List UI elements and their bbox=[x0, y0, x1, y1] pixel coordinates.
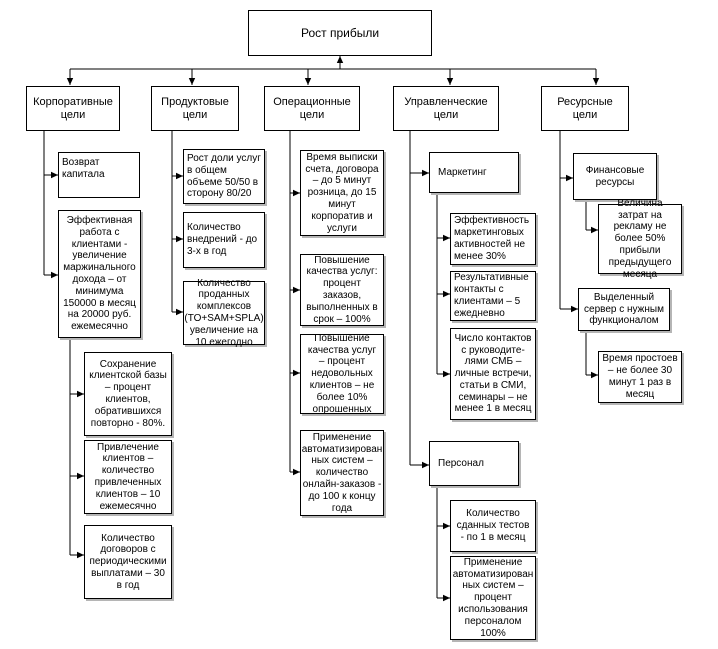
header-managerial: Управленческие цели bbox=[393, 86, 499, 131]
corporate-goal-1: Возврат капитала bbox=[58, 152, 140, 198]
product-goal-1: Рост доли услуг в общем объеме 50/50 в с… bbox=[183, 149, 265, 204]
operational-goal-3: Повышение качества услуг – процент недов… bbox=[300, 333, 384, 415]
personnel-goal-2: Применение автоматизирован ных систем – … bbox=[450, 556, 536, 640]
product-goal-3: Количество проданных комплексов (TO+SAM+… bbox=[183, 277, 265, 348]
corporate-subgoal-1: Сохранение клиентской базы – процент кли… bbox=[84, 352, 172, 436]
marketing-goal-1: Эффективность маркетинговых активностей … bbox=[450, 213, 536, 265]
managerial-group-marketing: Маркетинг bbox=[429, 152, 519, 193]
header-product: Продуктовые цели bbox=[151, 86, 239, 131]
operational-goal-1: Время выписки счета, договора – до 5 мин… bbox=[300, 150, 384, 236]
operational-goal-4: Применение автоматизирован ных систем – … bbox=[300, 430, 384, 516]
finance-goal-1: Величина затрат на рекламу не более 50% … bbox=[598, 198, 682, 280]
resource-group-finance: Финансовые ресурсы bbox=[573, 153, 657, 200]
header-resource: Ресурсные цели bbox=[541, 86, 629, 131]
header-corporate: Корпоративные цели bbox=[26, 86, 120, 131]
marketing-goal-2: Результативные контакты с клиентами – 5 … bbox=[450, 271, 536, 321]
marketing-goal-3: Число контактов с руководите-лями СМБ – … bbox=[450, 328, 536, 420]
corporate-subgoal-3: Количество договоров с периодическими вы… bbox=[84, 525, 172, 599]
header-operational: Операционные цели bbox=[264, 86, 360, 131]
resource-group-server: Выделенный сервер с нужным функционалом bbox=[578, 288, 670, 331]
root-box: Рост прибыли bbox=[248, 10, 432, 56]
corporate-subgoal-2: Привлечение клиентов – количество привле… bbox=[84, 440, 172, 514]
operational-goal-2: Повышение качества услуг: процент заказо… bbox=[300, 254, 384, 326]
personnel-goal-1: Количество сданных тестов - по 1 в месяц bbox=[450, 500, 536, 552]
product-goal-2: Количество внедрений - до 3-х в год bbox=[183, 212, 265, 268]
server-goal-1: Время простоев – не более 30 минут 1 раз… bbox=[598, 351, 682, 403]
managerial-group-personnel: Персонал bbox=[429, 441, 519, 486]
corporate-goal-2: Эффективная работа с клиентами - увеличе… bbox=[58, 210, 141, 338]
